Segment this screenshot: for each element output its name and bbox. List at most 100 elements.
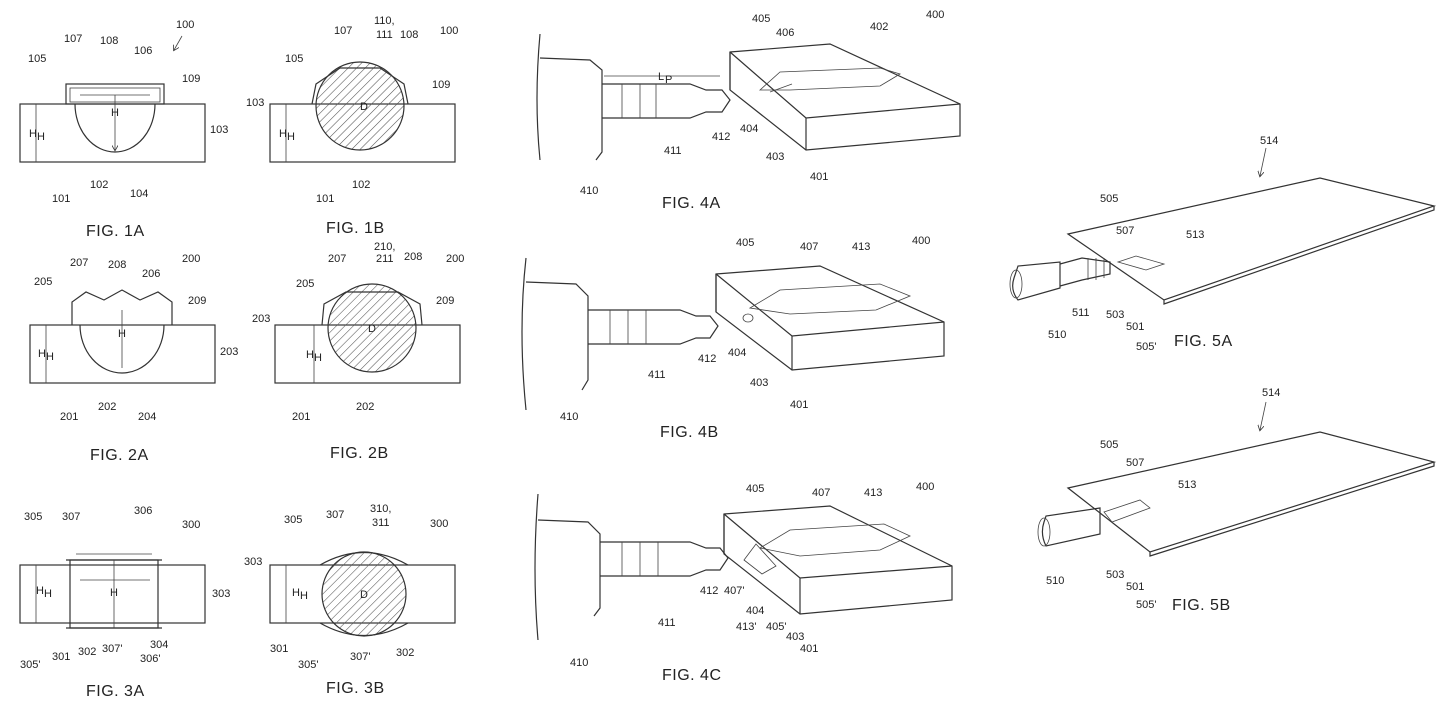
label-407: 407: [812, 487, 830, 499]
label-507: 507: [1116, 225, 1134, 237]
label-306: 306: [134, 505, 152, 517]
label-404: 404: [740, 123, 758, 135]
figure-4a: L P 400 405 406 402 412 404 411 403 401 …: [536, 9, 961, 212]
label-208: 208: [108, 259, 126, 271]
label-hh: H: [306, 349, 314, 361]
figure-5b: 514 505 507 513 503 501 505' 510 FIG. 5B: [1037, 387, 1437, 614]
label-401: 401: [790, 399, 808, 411]
label-d: D: [368, 323, 376, 335]
caption-fig-2a: FIG. 2A: [90, 447, 149, 464]
label-307: 307: [326, 509, 344, 521]
label-100: 100: [440, 25, 458, 37]
label-405: 405: [746, 483, 764, 495]
label-405-prime: 405': [766, 621, 786, 633]
label-203: 203: [252, 313, 270, 325]
label-311: 311: [372, 517, 390, 529]
label-hh: H: [29, 128, 37, 140]
label-503: 503: [1106, 309, 1124, 321]
label-202: 202: [356, 401, 374, 413]
label-207: 207: [70, 257, 88, 269]
label-505-prime: 505': [1136, 599, 1156, 611]
label-h: H: [118, 328, 126, 340]
label-108: 108: [100, 35, 118, 47]
label-501: 501: [1126, 581, 1144, 593]
label-hh-sub: H: [287, 131, 295, 143]
label-401: 401: [810, 171, 828, 183]
label-310: 310,: [370, 503, 391, 515]
label-hh-sub: H: [44, 588, 52, 600]
label-202: 202: [98, 401, 116, 413]
label-301: 301: [270, 643, 288, 655]
label-302: 302: [396, 647, 414, 659]
label-405: 405: [752, 13, 770, 25]
label-lp: L: [658, 71, 664, 83]
label-402: 402: [870, 21, 888, 33]
label-210: 210,: [374, 241, 395, 253]
label-401: 401: [800, 643, 818, 655]
caption-fig-5b: FIG. 5B: [1172, 597, 1231, 614]
figure-4c: 400 405 407 413 412 407' 404 413' 405' 4…: [534, 481, 953, 684]
label-100: 100: [176, 19, 194, 31]
label-hh-sub: H: [37, 131, 45, 143]
label-204: 204: [138, 411, 156, 423]
label-hh: H: [279, 128, 287, 140]
label-514: 514: [1260, 135, 1278, 147]
label-400: 400: [916, 481, 934, 493]
label-510: 510: [1048, 329, 1066, 341]
label-102: 102: [352, 179, 370, 191]
figure-1b: D H H 100 110, 111 107 108 105 109 103 1…: [246, 15, 458, 237]
figure-2a: H H H 200 207 208 206 205 209 203 201 20…: [29, 253, 238, 464]
label-307-prime: 307': [350, 651, 370, 663]
label-110: 110,: [374, 15, 395, 27]
label-105: 105: [28, 53, 46, 65]
label-513: 513: [1178, 479, 1196, 491]
caption-fig-3a: FIG. 3A: [86, 683, 145, 700]
label-d: D: [360, 101, 368, 113]
label-305: 305: [284, 514, 302, 526]
label-303: 303: [212, 588, 230, 600]
figure-2b: D H H 200 210, 211 207 208 205 209 203 2…: [252, 241, 464, 462]
label-106: 106: [134, 45, 152, 57]
label-103: 103: [246, 97, 264, 109]
label-lp-sub: P: [665, 74, 672, 86]
caption-fig-1a: FIG. 1A: [86, 223, 145, 240]
label-h: H: [110, 587, 118, 599]
label-h: H: [111, 107, 119, 119]
label-208: 208: [404, 251, 422, 263]
label-410: 410: [580, 185, 598, 197]
figure-1a: H H H 100 105 107 108 106 109 103 101 10…: [19, 19, 228, 240]
label-301: 301: [52, 651, 70, 663]
label-503: 503: [1106, 569, 1124, 581]
label-109: 109: [432, 79, 450, 91]
label-205: 205: [34, 276, 52, 288]
label-412: 412: [700, 585, 718, 597]
label-407-prime: 407': [724, 585, 744, 597]
label-304: 304: [150, 639, 168, 651]
label-403: 403: [786, 631, 804, 643]
label-206: 206: [142, 268, 160, 280]
label-413-prime: 413': [736, 621, 756, 633]
label-405: 405: [736, 237, 754, 249]
label-207: 207: [328, 253, 346, 265]
label-205: 205: [296, 278, 314, 290]
label-209: 209: [436, 295, 454, 307]
label-211: 211: [376, 253, 394, 265]
label-400: 400: [912, 235, 930, 247]
label-111: 111: [376, 29, 393, 41]
figure-3b: D H H 300 305 307 310, 311 303 301 305' …: [244, 503, 456, 697]
label-105: 105: [285, 53, 303, 65]
label-209: 209: [188, 295, 206, 307]
label-305: 305: [24, 511, 42, 523]
label-201: 201: [60, 411, 78, 423]
label-303: 303: [244, 556, 262, 568]
label-d: D: [360, 589, 368, 601]
label-300: 300: [430, 518, 448, 530]
label-hh-sub: H: [46, 351, 54, 363]
label-306-prime: 306': [140, 653, 160, 665]
label-404: 404: [746, 605, 764, 617]
label-411: 411: [664, 145, 682, 157]
label-302: 302: [78, 646, 96, 658]
label-510: 510: [1046, 575, 1064, 587]
label-104: 104: [130, 188, 148, 200]
